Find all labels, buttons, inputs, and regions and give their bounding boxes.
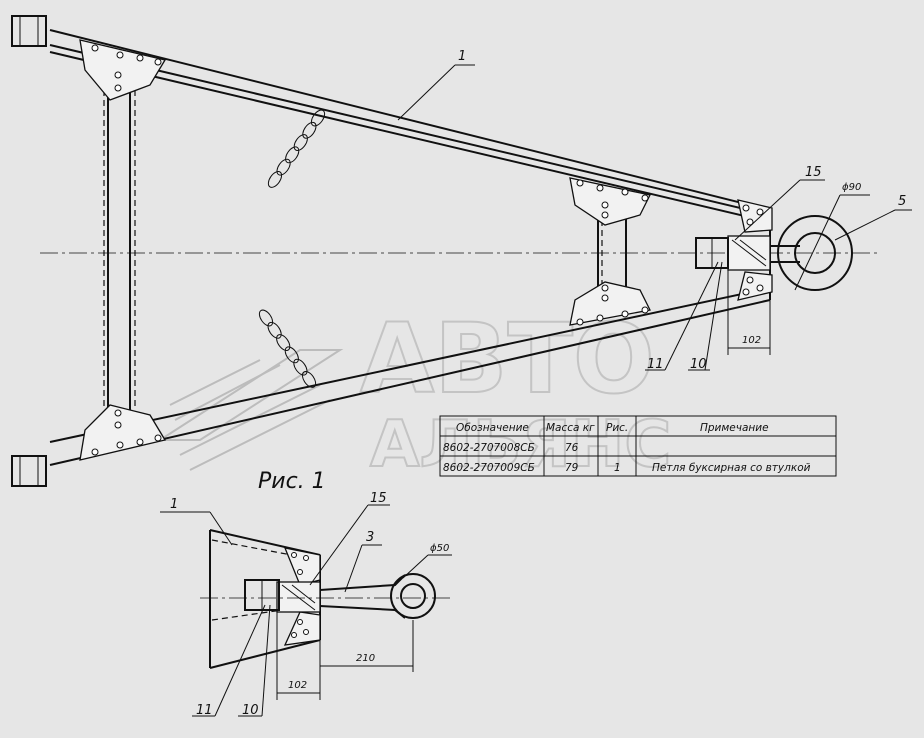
table-cell-r2-designation: 8602-2707009СБ [443, 462, 535, 474]
figure-caption: Рис. 1 [258, 469, 326, 494]
callout-1: 1 [458, 49, 466, 64]
table-cell-r2-mass: 79 [565, 462, 579, 474]
detail-callout-1: 1 [170, 497, 178, 512]
detail-dimensions: 210 102 ϕ50 [276, 543, 452, 700]
table-cell-r2-fig: 1 [614, 462, 621, 474]
dim-main-102: 102 [742, 335, 761, 346]
table-header-note: Примечание [700, 422, 769, 434]
table-cell-r1-mass: 76 [565, 442, 579, 454]
spec-table: Обозначение Масса кг Рис. Примечание 860… [439, 415, 837, 477]
callout-5: 5 [898, 194, 906, 209]
dim-main-diameter: ϕ90 [842, 182, 861, 193]
bolts [91, 44, 764, 456]
detail-tow-eye [390, 573, 436, 619]
main-callouts: 1 15 5 11 10 [397, 49, 912, 372]
tow-eye-ring [777, 215, 853, 291]
table-header-fig: Рис. [606, 422, 628, 434]
dim-detail-210: 210 [356, 653, 375, 664]
main-dimensions: 102 ϕ90 [727, 182, 870, 355]
detail-view [200, 529, 450, 669]
watermark-text-2: АЛЬЯНС [370, 408, 671, 482]
detail-callout-3: 3 [366, 530, 374, 545]
watermark-logo: АВТО АЛЬЯНС [156, 302, 672, 483]
detail-callouts: 1 15 3 11 10 [160, 491, 390, 718]
detail-callout-15: 15 [370, 491, 387, 506]
callout-11: 11 [647, 357, 664, 372]
gusset-plates [79, 39, 773, 461]
callout-15: 15 [805, 165, 822, 180]
table-header-designation: Обозначение [456, 422, 529, 434]
table-header-mass: Масса кг [546, 422, 595, 434]
safety-chains [258, 109, 326, 388]
left-bottom-end-cap [11, 455, 47, 487]
table-cell-r1-designation: 8602-2707008СБ [443, 442, 535, 454]
table-cell-r2-note: Петля буксирная со втулкой [652, 462, 811, 474]
dim-detail-102: 102 [288, 680, 307, 691]
watermark-text-1: АВТО [360, 303, 655, 415]
detail-callout-10: 10 [242, 703, 259, 718]
detail-callout-11: 11 [196, 703, 213, 718]
callout-10: 10 [690, 357, 707, 372]
tow-eye-main [695, 215, 853, 291]
tow-frame-assembly [11, 15, 771, 487]
left-top-end-cap [11, 15, 47, 47]
dim-detail-diameter: ϕ50 [430, 543, 449, 554]
